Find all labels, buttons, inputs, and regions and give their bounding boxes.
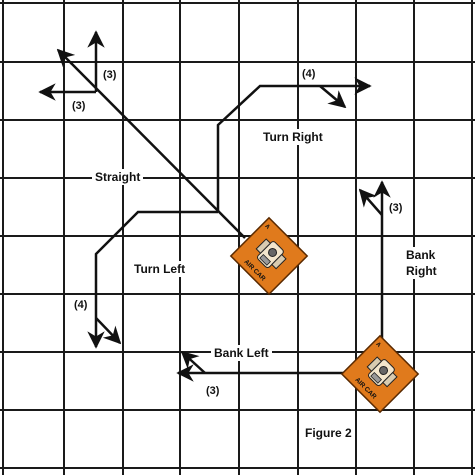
- label-turn-left: Turn Left: [131, 261, 189, 277]
- label-bank-right-2: Right: [403, 263, 440, 279]
- dist-straight-up: (3): [101, 69, 119, 82]
- dist-bank-left: (3): [204, 385, 222, 398]
- bank-right-path: [358, 180, 391, 340]
- label-straight: Straight: [92, 169, 144, 185]
- turn-right-path: [216, 77, 372, 212]
- figure-caption: Figure 2: [305, 426, 352, 440]
- dist-turn-left: (4): [72, 299, 90, 312]
- label-bank-left: Bank Left: [211, 345, 272, 361]
- straight-path: [38, 30, 246, 239]
- aircar-icon: [255, 238, 287, 270]
- turn-left-path: [87, 210, 218, 349]
- dist-straight-left: (3): [70, 100, 88, 113]
- dist-turn-right: (4): [300, 68, 318, 81]
- aircar-icon: [366, 356, 398, 388]
- counter-letter: A: [263, 223, 271, 231]
- label-bank-right-1: Bank: [403, 247, 439, 263]
- dist-bank-right: (3): [387, 202, 405, 215]
- aircar-counter[interactable]: A AIR CAR: [229, 216, 309, 296]
- bank-left-path: [176, 350, 345, 382]
- counter-letter: A: [374, 341, 382, 349]
- aircar-counter[interactable]: A AIR CAR: [340, 334, 420, 414]
- label-turn-right: Turn Right: [260, 129, 326, 145]
